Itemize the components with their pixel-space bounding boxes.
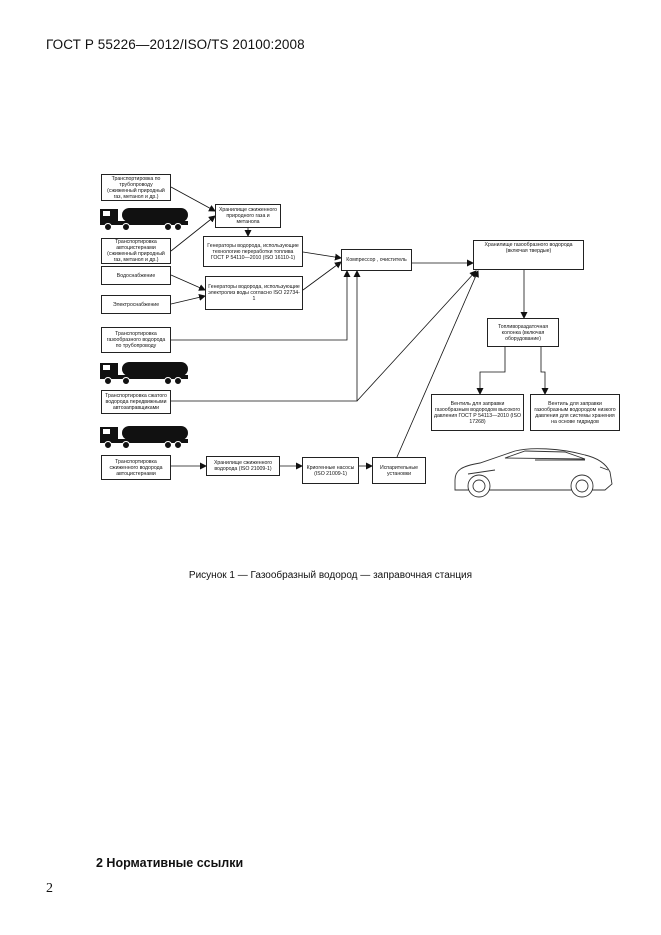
box-valve-high: Вентиль для заправки газообразным водоро… [431,394,524,431]
figure-caption: Рисунок 1 — Газообразный водород — запра… [188,570,473,581]
document-header: ГОСТ Р 55226—2012/ISO/TS 20100:2008 [46,37,305,52]
page-number: 2 [46,881,53,896]
arrow-truck-h2-to-gas-storage [356,270,477,402]
box-power-supply: Электроснабжение [101,295,171,314]
arrow-reformer-to-compressor [302,251,342,261]
box-liquefied-storage: Хранилище сжиженного природного газа и м… [215,204,281,228]
sports-car-icon [454,448,613,498]
section-heading: 2 Нормативные ссылки [96,856,244,870]
box-truck-liquefied: Транспортировка автоцистернами (сжиженны… [101,238,171,264]
box-compressor: Компрессор , очиститель [341,249,412,271]
box-reformer: Генераторы водорода, использующие технол… [203,236,303,267]
arrow-electrolysis-to-compressor [302,261,342,291]
arrow-pipeline-h2-to-compressor [171,270,351,341]
box-pipeline-h2: Транспортировка газообразного водорода п… [101,327,171,353]
box-cryo-pump: Криогенные насосы (ISO 21009-1) [302,457,359,484]
arrow-water-to-electrolysis [170,274,206,291]
arrow-truck-to-storage [170,215,216,252]
box-pipeline-liquefied: Транспортировка по трубопроводу (сжиженн… [101,174,171,201]
arrow-vaporizer-to-gas-storage [396,270,479,458]
box-water-supply: Водоснабжение [101,266,171,285]
box-liquid-h2-storage: Хранилище сжиженного водорода (ISO 21009… [206,456,280,476]
arrow-dispenser-to-valve-low [540,347,549,395]
box-dispenser: Топливораздаточная колонка (включая обор… [487,318,559,347]
box-compressed-h2-truck: Транспортировка сжатого водорода передви… [101,390,171,414]
box-gas-storage: Хранилище газообразного водорода (включа… [473,240,584,270]
box-valve-low: Вентиль для заправки газообразным водоро… [530,394,620,431]
arrow-power-to-electrolysis [170,293,206,305]
box-vaporizer: Испарительные установки [372,457,426,484]
box-electrolysis: Генераторы водорода, использующие электр… [205,276,303,310]
tanker-truck-icon [100,208,188,231]
tanker-truck-icon [100,362,188,385]
tanker-truck-icon [100,426,188,449]
arrow-dispenser-to-valve-high [476,347,506,395]
arrow-pipeline-to-storage [170,186,216,212]
box-liquid-h2-truck: Транспортировка сжиженного водорода авто… [101,455,171,480]
